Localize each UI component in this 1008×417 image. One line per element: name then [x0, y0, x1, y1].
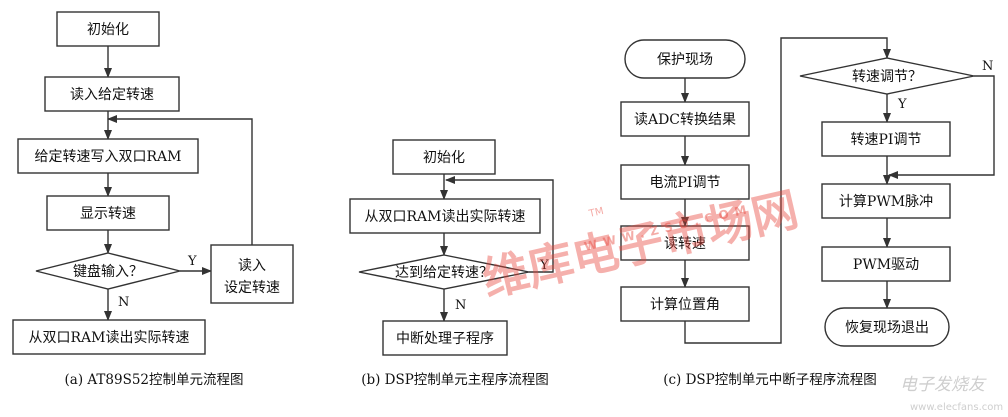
flowchart-b: 初始化 从双口RAM读出实际转速 达到给定转速？ Y N 中断处理子程序 (b)… [349, 139, 554, 388]
watermark-corner-url: www.elecfans.com [910, 402, 1003, 413]
b-interrupt-label: 中断处理子程序 [396, 331, 494, 347]
b-interrupt-box [382, 320, 508, 356]
c-read-adc-box [620, 101, 750, 137]
a-display-label: 显示转速 [80, 206, 136, 222]
watermark-tm: TM [587, 206, 605, 220]
c-read-adc-label: 读ADC转换结果 [634, 111, 736, 128]
c-connector-arrow [684, 37, 891, 344]
c-read-speed-label: 读转速 [664, 235, 706, 252]
b-no-label: N [455, 298, 466, 313]
c-calc-pos-label: 计算位置角 [650, 297, 720, 313]
flowchart-c: 保护现场 读ADC转换结果 电流PI调节 读转速 计算位置角 转速调节？ N Y… [620, 37, 995, 388]
b-yes-label: Y [539, 258, 549, 273]
c-current-pi-label: 电流PI调节 [650, 175, 721, 191]
b-caption: (b) DSP控制单元主程序流程图 [361, 372, 549, 388]
a-caption: (a) AT89S52控制单元流程图 [65, 372, 244, 388]
c-restore-label: 恢复现场退出 [845, 319, 929, 336]
a-read-speed-box [44, 76, 180, 112]
a-read-actual-box [12, 319, 206, 355]
c-pwm-drive-box [821, 246, 951, 282]
a-read-actual-label: 从双口RAM读出实际转速 [29, 329, 190, 346]
c-pwm-drive-label: PWM驱动 [853, 257, 919, 273]
a-yes-label: Y [187, 254, 197, 269]
c-calc-pos-box [620, 286, 750, 322]
a-init-box [56, 11, 160, 47]
c-speed-pi-label: 转速PI调节 [851, 132, 922, 148]
c-current-pi-box [620, 164, 750, 200]
a-no-label: N [118, 295, 129, 310]
a-write-ram-label: 给定转速写入双口RAM [35, 149, 182, 165]
b-init-box [392, 139, 496, 175]
a-read-set-label-1: 读入 [238, 257, 266, 274]
a-read-speed-label: 读入给定转速 [70, 86, 154, 103]
a-read-set-label-2: 设定转速 [224, 280, 280, 296]
b-loop-back-arrow [445, 176, 554, 273]
c-protect-label: 保护现场 [657, 52, 713, 68]
a-init-label: 初始化 [87, 21, 129, 38]
watermark-corner-title: 电子发烧友 [900, 375, 987, 395]
a-write-ram-box [17, 138, 199, 174]
c-speed-adjust-label: 转速调节？ [852, 69, 922, 85]
flowchart-a: 初始化 读入给定转速 给定转速写入双口RAM 显示转速 键盘输入？ Y 读入 设… [12, 11, 294, 388]
c-no-branch-arrow [888, 75, 995, 179]
a-keyboard-label: 键盘输入？ [73, 263, 143, 280]
b-reached-label: 达到给定转速？ [395, 265, 493, 281]
c-yes-label: Y [897, 97, 907, 112]
b-init-label: 初始化 [423, 149, 465, 166]
a-loop-back-arrow [107, 115, 253, 245]
c-caption: (c) DSP控制单元中断子程序流程图 [663, 372, 877, 388]
c-no-label: N [982, 59, 993, 74]
c-calc-pwm-box [821, 183, 951, 219]
c-calc-pwm-label: 计算PWM脉冲 [839, 194, 933, 210]
c-speed-pi-box [821, 121, 951, 157]
c-restore-terminal [824, 307, 950, 347]
b-read-actual-box [349, 198, 541, 234]
c-read-speed-box [620, 225, 750, 261]
b-read-actual-label: 从双口RAM读出实际转速 [365, 208, 526, 225]
